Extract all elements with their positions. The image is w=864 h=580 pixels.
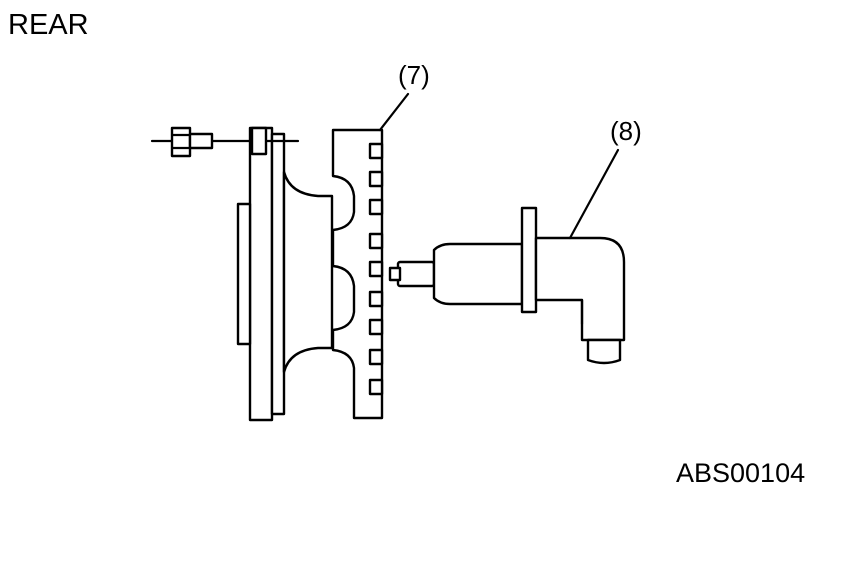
tone-wheel [331,128,384,420]
tone-wheel-tooth-2 [368,170,384,188]
stud-head [250,126,268,156]
callout-tone-wheel: (7) [398,60,430,90]
wheel-stud-washer [188,132,214,150]
hub-inner-pad [236,202,252,346]
sensor-body [432,242,524,306]
view-label: REAR [8,9,89,41]
sensor-tip-end [388,266,402,282]
hub-backplate-edge [270,132,286,416]
tone-wheel-tooth-5 [368,260,384,278]
tone-wheel-tooth-1 [368,142,384,160]
tone-wheel-tooth-7 [368,318,384,336]
tone-wheel-tooth-4 [368,232,384,250]
hub-neck [282,170,334,374]
hub-assembly [150,126,334,422]
tone-wheel-tooth-8 [368,348,384,366]
tone-wheel-tooth-3 [368,198,384,216]
sensor-elbow [534,236,626,342]
leader-line-tone-wheel [378,92,410,132]
leader-line-sensor [568,148,620,240]
sensor-flange [520,206,538,314]
abs-sensor [388,206,626,365]
wheel-stud-nut [170,126,192,158]
figure-code: ABS00104 [676,458,805,488]
callout-sensor: (8) [610,116,642,146]
sensor-tip [396,260,436,288]
tone-wheel-tooth-6 [368,290,384,308]
hub-backplate [248,126,274,422]
tone-wheel-teeth [368,142,384,396]
tone-wheel-tooth-9 [368,378,384,396]
sensor-connector [586,338,622,365]
